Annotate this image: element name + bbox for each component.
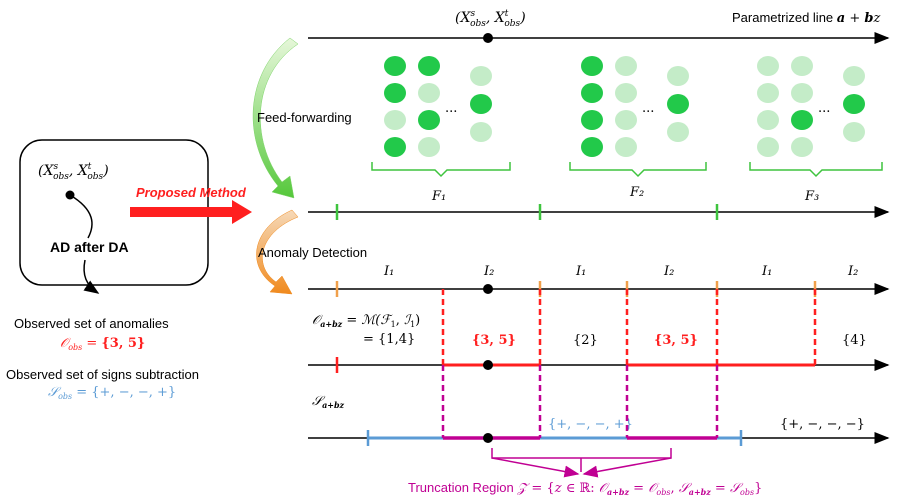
neuron-dot bbox=[791, 83, 813, 103]
neuron-dot bbox=[615, 110, 637, 130]
anomaly-detection-label: Anomaly Detection bbox=[258, 245, 367, 260]
s-abz-label: 𝒮a+bz bbox=[312, 394, 345, 410]
ellipsis: ... bbox=[818, 101, 830, 116]
proposed-method-label: Proposed Method bbox=[136, 185, 247, 200]
red-dashed-verticals bbox=[441, 289, 817, 365]
brace-f1 bbox=[371, 162, 511, 178]
signs-a: {+, −, −, +} bbox=[548, 417, 633, 432]
neuron-dot bbox=[384, 137, 406, 157]
neuron-dot bbox=[470, 94, 492, 114]
set-35: {3, 5} bbox=[472, 333, 516, 348]
neuron-dot bbox=[791, 56, 813, 76]
feed-forwarding-label: Feed-forwarding bbox=[257, 110, 352, 125]
i1-label: I₁ bbox=[761, 264, 772, 279]
box-curve bbox=[69, 194, 93, 239]
truncation-label: Truncation Region 𝒵 = {z ∈ ℝ: 𝒪a+bz = 𝒪o… bbox=[408, 480, 762, 497]
i2-label: I₂ bbox=[483, 264, 494, 279]
f1-label: F₁ bbox=[431, 189, 446, 204]
i1-label: I₁ bbox=[575, 264, 586, 279]
brace-f2 bbox=[569, 162, 707, 178]
observed-signs-label: Observed set of signs subtraction bbox=[6, 367, 199, 382]
neuron-dot bbox=[384, 110, 406, 130]
observed-anomalies-label: Observed set of anomalies bbox=[14, 316, 169, 331]
param-line-point bbox=[483, 33, 493, 43]
neuron-dot bbox=[384, 56, 406, 76]
f2-label: F₂ bbox=[629, 185, 644, 200]
neuron-dot bbox=[757, 56, 779, 76]
neuron-dot bbox=[791, 110, 813, 130]
neuron-dot bbox=[581, 56, 603, 76]
neuron-dot bbox=[757, 83, 779, 103]
box-title: AD after DA bbox=[50, 239, 129, 255]
o-obs-label: 𝒪obs = {3, 5} bbox=[60, 336, 145, 352]
ellipsis: ... bbox=[445, 101, 457, 116]
truncation-brace bbox=[491, 448, 672, 459]
neuron-dot bbox=[615, 137, 637, 157]
neuron-dot bbox=[843, 94, 865, 114]
s-obs-label: 𝒮obs = {+, −, −, +} bbox=[48, 385, 176, 401]
truncation-arrow-right bbox=[582, 457, 672, 478]
feed-forward-arrow bbox=[252, 37, 299, 199]
truncation-arrow-left bbox=[491, 457, 580, 478]
neuron-dot bbox=[470, 122, 492, 142]
neuron-dot bbox=[667, 94, 689, 114]
neuron-dot bbox=[667, 122, 689, 142]
set-line-point bbox=[483, 360, 493, 370]
neuron-dot bbox=[757, 110, 779, 130]
neuron-dot bbox=[418, 83, 440, 103]
neuron-dot bbox=[581, 110, 603, 130]
brace-f3 bbox=[749, 162, 883, 178]
neuron-dot bbox=[667, 66, 689, 86]
neuron-dot bbox=[470, 66, 492, 86]
neuron-dot bbox=[615, 83, 637, 103]
box-exit-arrow bbox=[83, 259, 100, 294]
f3-label: F₃ bbox=[804, 189, 819, 204]
model-grids: ......... bbox=[384, 56, 865, 157]
proposed-method-arrow bbox=[130, 200, 252, 224]
sign-line-point bbox=[483, 433, 493, 443]
anomaly-detection-arrow bbox=[256, 209, 299, 295]
i2-label: I₂ bbox=[847, 264, 858, 279]
neuron-dot bbox=[418, 137, 440, 157]
ad-line-point bbox=[483, 284, 493, 294]
o-abz-definition: 𝒪a+bz = ℳ(ℱ1, ℐ1) bbox=[312, 313, 420, 329]
neuron-dot bbox=[384, 83, 406, 103]
ellipsis: ... bbox=[642, 101, 654, 116]
neuron-dot bbox=[843, 122, 865, 142]
neuron-dot bbox=[757, 137, 779, 157]
neuron-dot bbox=[843, 66, 865, 86]
neuron-dot bbox=[791, 137, 813, 157]
signs-b: {+, −, −, −} bbox=[780, 417, 865, 432]
neuron-dot bbox=[581, 83, 603, 103]
o-abz-value: = {1,4} bbox=[363, 332, 415, 347]
set-35: {3, 5} bbox=[654, 333, 698, 348]
i2-label: I₂ bbox=[663, 264, 674, 279]
neuron-dot bbox=[615, 56, 637, 76]
neuron-dot bbox=[418, 56, 440, 76]
neuron-dot bbox=[581, 137, 603, 157]
set-2: {2} bbox=[573, 333, 598, 348]
magenta-dashed-verticals bbox=[441, 365, 719, 438]
set-4: {4} bbox=[842, 333, 867, 348]
i1-label: I₁ bbox=[383, 264, 394, 279]
neuron-dot bbox=[418, 110, 440, 130]
param-line-label: Parametrized line a + bz bbox=[732, 10, 880, 26]
